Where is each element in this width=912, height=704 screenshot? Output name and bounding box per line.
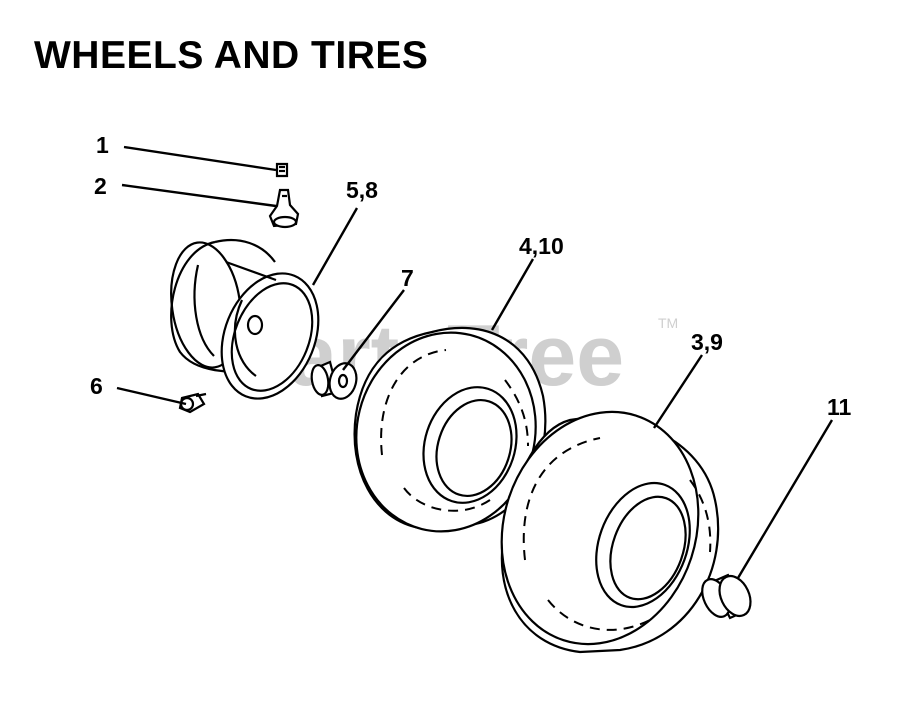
leader-lines	[116, 145, 834, 579]
leader-6	[116, 386, 187, 406]
bushing-part[interactable]	[310, 360, 361, 402]
callout-labels: 1 2 5,8 7 6 4,10 3,9 11	[90, 132, 852, 420]
callout-5-8[interactable]: 5,8	[346, 177, 378, 203]
watermark-trademark: TM	[658, 315, 678, 331]
leader-11	[736, 419, 834, 579]
leader-7	[342, 289, 405, 371]
wheel-rim-part[interactable]	[164, 238, 337, 413]
callout-1[interactable]: 1	[96, 132, 109, 158]
front-tire-part[interactable]	[335, 313, 556, 550]
leader-2	[121, 183, 277, 208]
grease-fitting-part[interactable]	[178, 392, 207, 414]
leader-3-9	[652, 354, 704, 429]
leader-1	[123, 145, 277, 172]
leader-4-10	[490, 258, 535, 331]
diagram-title: WHEELS AND TIRES	[34, 34, 429, 77]
callout-6[interactable]: 6	[90, 373, 103, 399]
callout-7[interactable]: 7	[401, 265, 414, 291]
rear-tire-part[interactable]	[472, 386, 728, 670]
callout-3-9[interactable]: 3,9	[691, 329, 723, 355]
callout-2[interactable]: 2	[94, 173, 107, 199]
hub-cap-part[interactable]	[697, 571, 757, 621]
valve-cap-part[interactable]	[275, 162, 289, 178]
callout-11[interactable]: 11	[827, 394, 852, 420]
callout-4-10[interactable]: 4,10	[519, 233, 564, 259]
valve-stem-part[interactable]	[268, 188, 300, 229]
leader-5-8	[311, 207, 359, 286]
